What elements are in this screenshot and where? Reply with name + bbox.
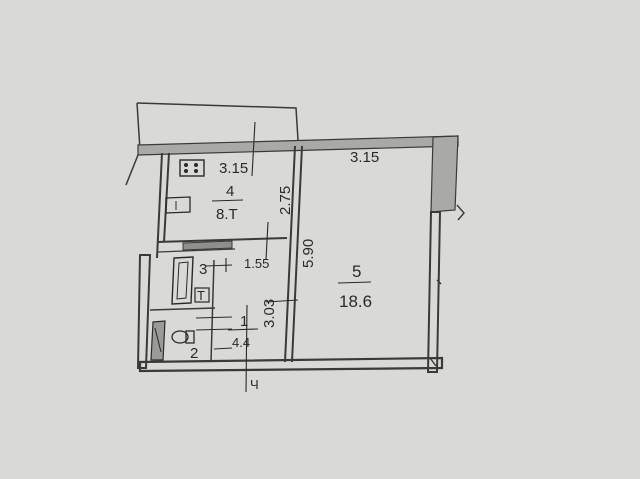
room-1-area: 4.4	[232, 335, 250, 350]
toilet-icon	[171, 330, 195, 344]
room-5-number: 5	[352, 262, 361, 281]
stove-icon	[179, 159, 205, 177]
bath-t-label: T	[197, 288, 205, 303]
kitchen-width-label: 3.15	[219, 160, 248, 177]
washer-icon	[194, 287, 210, 303]
balcony-left-line	[125, 102, 141, 186]
outer-walls	[136, 135, 459, 373]
room-width-label: 3.15	[350, 149, 379, 166]
balcony-outline	[136, 102, 299, 141]
room-3-number: 3	[199, 261, 207, 278]
room-1-number: 1	[240, 313, 248, 330]
room-5-area: 18.6	[339, 292, 372, 311]
wall-marks	[429, 204, 465, 367]
room-4-number: 4	[226, 183, 234, 200]
interior-walls	[149, 145, 303, 363]
bathtub-icon	[171, 256, 194, 305]
room-depth-label: 5.90	[300, 239, 317, 268]
kitchen-depth-label: 2.75	[277, 186, 294, 215]
hall-depth-label: 3.03	[261, 299, 278, 328]
hall-width-label: 1.55	[244, 256, 269, 271]
entrance-marker: Ч	[250, 377, 259, 392]
shower-icon	[150, 320, 166, 361]
room-2-number: 2	[190, 345, 198, 362]
dimension-lines	[195, 121, 299, 393]
room-4-area: 8.T	[216, 206, 238, 223]
sink-icon	[165, 196, 191, 214]
